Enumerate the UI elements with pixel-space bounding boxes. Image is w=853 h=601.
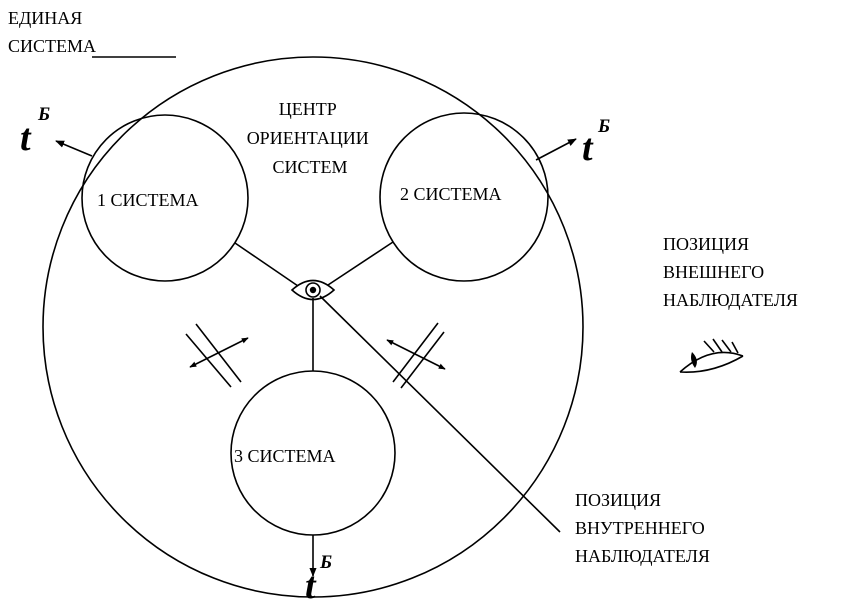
connector-system-2 [327,241,394,286]
eye-with-lashes-icon [679,338,744,373]
system-1-label: 1 СИСТЕМА [97,190,199,210]
orientation-center-label: ЦЕНТР ОРИЕНТАЦИИ СИСТЕМ [247,99,374,177]
time-symbol-bottom: t Б [305,552,332,601]
interaction-arrows-right [386,322,446,389]
external-observer-label: ПОЗИЦИЯ ВНЕШНЕГО НАБЛЮДАТЕЛЯ [663,234,798,310]
connector-system-1 [234,242,299,287]
svg-text:t: t [582,127,594,169]
time-symbol-right: t Б [582,116,610,169]
svg-text:Б: Б [319,552,332,573]
internal-observer-leader-line [319,295,561,533]
svg-text:Б: Б [37,104,50,125]
system-2-circle [379,112,549,282]
svg-text:t: t [305,565,317,601]
svg-text:t: t [20,117,32,159]
system-2-label: 2 СИСТЕМА [400,184,502,204]
eye-icon [290,279,336,301]
svg-text:Б: Б [597,116,610,137]
time-arrow-left [55,140,93,157]
interaction-arrows-left [185,323,249,388]
unified-system-label: ЕДИНАЯ СИСТЕМА [8,8,96,56]
internal-observer-label: ПОЗИЦИЯ ВНУТРЕННЕГО НАБЛЮДАТЕЛЯ [575,490,710,566]
time-symbol-left: t Б [20,104,50,159]
time-arrow-right [535,138,577,161]
unified-system-circle [42,56,584,598]
system-1-circle [81,114,249,282]
system-3-label: 3 СИСТЕМА [234,446,336,466]
